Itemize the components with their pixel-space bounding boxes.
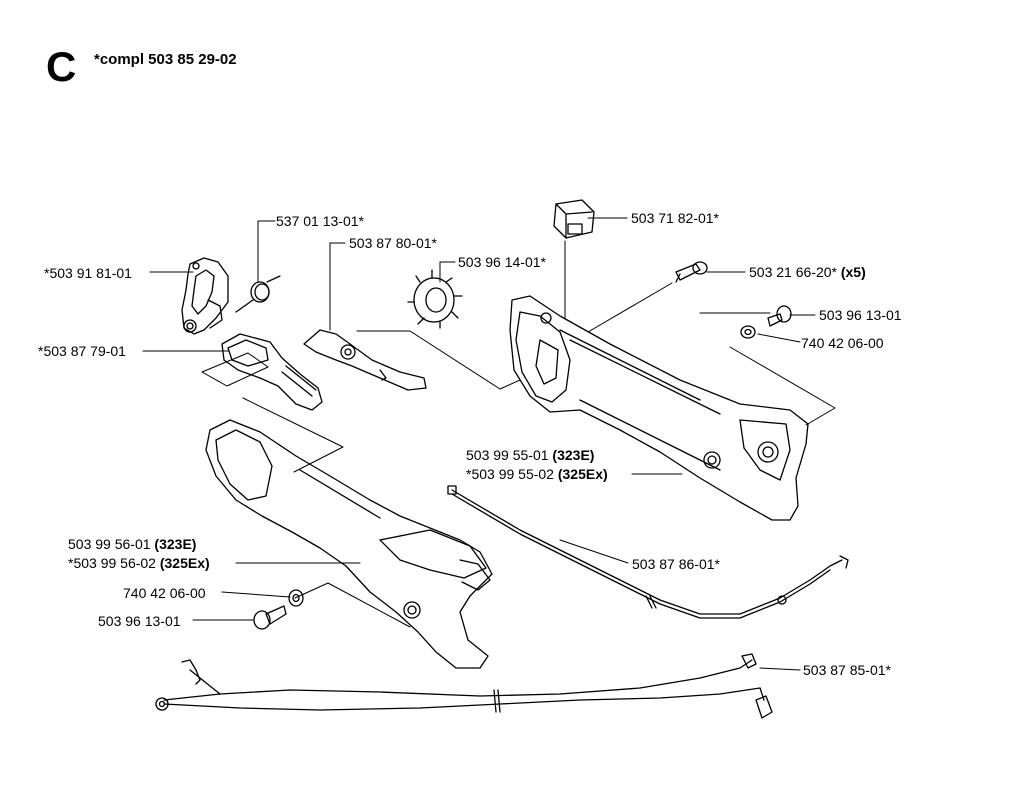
gear-ring xyxy=(407,269,463,329)
section-letter: C xyxy=(46,43,77,90)
throttle-lockout xyxy=(221,333,323,411)
label-537-01-13: 537 01 13-01* xyxy=(276,213,364,229)
label-503-87-79: *503 87 79-01 xyxy=(38,343,126,359)
handle-housing-right xyxy=(509,295,809,521)
label-503-21-66: 503 21 66-20* (x5) xyxy=(749,265,866,279)
stop-switch xyxy=(553,199,595,239)
quantity: (x5) xyxy=(840,264,866,280)
label-503-87-85: 503 87 85-01* xyxy=(803,662,891,678)
screw-right xyxy=(767,305,792,327)
label-503-99-56-02: *503 99 56-02 (325Ex) xyxy=(68,556,210,570)
label-503-96-13-right: 503 96 13-01 xyxy=(819,307,902,323)
label-503-91-81: *503 91 81-01 xyxy=(44,265,132,281)
model: (323E) xyxy=(154,536,197,552)
label-503-87-86: 503 87 86-01* xyxy=(632,556,720,572)
part-number: 503 99 55-01 xyxy=(466,447,549,463)
label-503-96-14: 503 96 14-01* xyxy=(458,254,546,270)
complete-assembly-note: *compl 503 85 29-02 xyxy=(94,51,237,68)
washer-right xyxy=(740,325,756,339)
screw-left xyxy=(253,605,287,630)
label-503-99-55-02: *503 99 55-02 (325Ex) xyxy=(466,467,608,481)
wiring-harness xyxy=(155,653,773,719)
part-number: 503 99 56-01 xyxy=(68,536,151,552)
screw-x5 xyxy=(675,261,708,283)
label-503-71-82: 503 71 82-01* xyxy=(631,210,719,226)
part-number: *503 99 56-02 xyxy=(68,555,156,571)
part-number: *503 99 55-02 xyxy=(466,466,554,482)
label-740-42-06-left: 740 42 06-00 xyxy=(123,585,206,601)
label-503-96-13-left: 503 96 13-01 xyxy=(98,613,181,629)
label-503-99-55-01: 503 99 55-01 (323E) xyxy=(466,448,594,462)
model: (325Ex) xyxy=(557,466,608,482)
washer-left xyxy=(288,589,304,607)
torsion-spring xyxy=(235,275,281,313)
part-number: 503 21 66-20* xyxy=(749,264,837,280)
label-740-42-06-right: 740 42 06-00 xyxy=(801,335,884,351)
label-503-99-56-01: 503 99 56-01 (323E) xyxy=(68,537,196,551)
handle-clamp xyxy=(181,257,229,335)
model: (323E) xyxy=(552,447,595,463)
throttle-cable xyxy=(447,485,849,619)
model: (325Ex) xyxy=(159,555,210,571)
label-503-87-80: 503 87 80-01* xyxy=(349,235,437,251)
leader-lines xyxy=(142,217,836,671)
throttle-trigger xyxy=(303,329,427,391)
handle-housing-left xyxy=(205,419,493,669)
